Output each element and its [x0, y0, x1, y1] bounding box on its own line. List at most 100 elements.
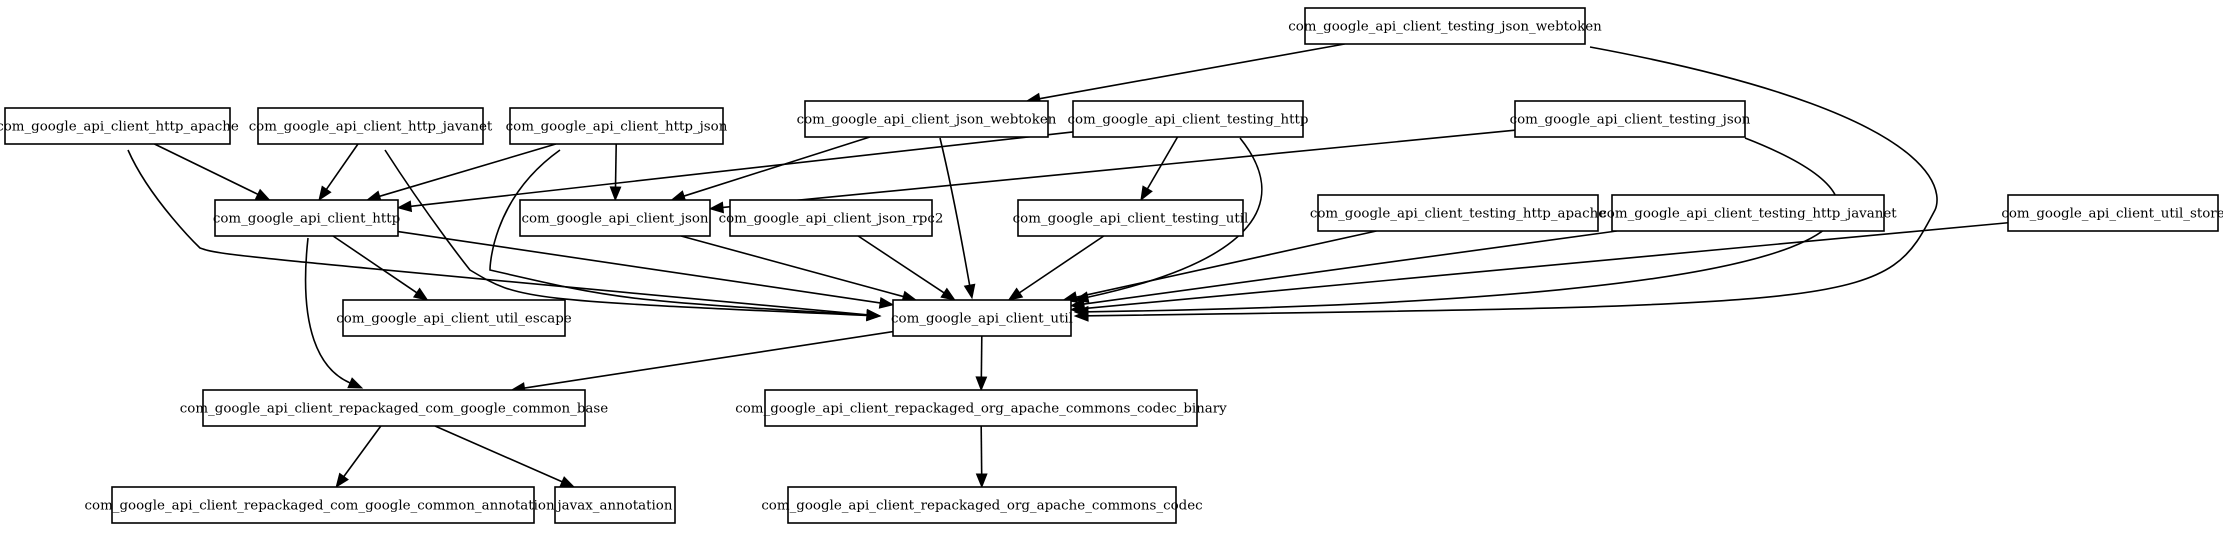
node-label: com_google_api_client_testing_http_javan…: [1599, 207, 1897, 222]
arrowhead: [1007, 287, 1024, 301]
edge-testing_json_webtoken-to-util: [1073, 46, 1938, 322]
edge-line: [614, 143, 618, 188]
node-box: [787, 486, 1177, 524]
edge-line: [489, 149, 868, 317]
arrowhead: [559, 476, 576, 488]
arrowhead: [254, 188, 271, 201]
node-label: com_google_api_client_util: [891, 312, 1073, 327]
edge-testing_json_webtoken-to-json_webtoken: [1025, 43, 1345, 105]
node-box: [892, 299, 1072, 337]
node-label: com_google_api_client_util_store: [2001, 207, 2223, 222]
edge-line: [722, 129, 1516, 209]
edge-line: [1087, 46, 1938, 317]
node-testing-http-javanet[interactable]: com_google_api_client_testing_http_javan…: [1599, 194, 1897, 232]
edge-line: [1087, 137, 1839, 313]
node-testing-util[interactable]: com_google_api_client_testing_util: [1013, 199, 1249, 237]
edge-line: [434, 425, 563, 483]
edge-line: [1019, 235, 1105, 294]
edge-http-to-util: [397, 230, 895, 309]
edge-line: [524, 330, 894, 389]
edge-line: [304, 237, 351, 384]
node-box: [202, 389, 586, 427]
node-testing-json[interactable]: com_google_api_client_testing_json: [1510, 100, 1751, 138]
edge-line: [1083, 230, 1617, 305]
arrowhead: [609, 186, 622, 202]
arrowhead: [878, 296, 895, 309]
arrowhead: [866, 309, 882, 322]
node-box: [1017, 199, 1244, 237]
edge-util-to-codec_binary: [975, 335, 988, 392]
node-testing-json-webtoken[interactable]: com_google_api_client_testing_json_webto…: [1288, 7, 1602, 45]
arrowhead: [412, 287, 429, 301]
arrowhead: [975, 473, 988, 489]
node-commons-codec[interactable]: com_google_api_client_repackaged_org_apa…: [761, 486, 1203, 524]
edge-line: [939, 137, 971, 286]
node-box: [554, 486, 676, 524]
node-label: com_google_api_client_repackaged_com_goo…: [85, 499, 562, 514]
node-box: [1514, 100, 1746, 138]
node-util-escape[interactable]: com_google_api_client_util_escape: [336, 299, 572, 337]
node-box: [4, 107, 231, 145]
node-http[interactable]: com_google_api_client_http: [213, 199, 400, 237]
edge-line: [332, 235, 418, 294]
node-codec-binary[interactable]: com_google_api_client_repackaged_org_apa…: [735, 389, 1227, 427]
node-util[interactable]: com_google_api_client_util: [891, 299, 1073, 337]
edge-util-to-common_base: [510, 330, 894, 394]
node-label: com_google_api_client_testing_util: [1013, 212, 1249, 227]
edge-json_webtoken-to-json: [670, 136, 871, 202]
edge-line: [683, 136, 871, 197]
edge-testing_http-to-testing_util: [1140, 136, 1179, 202]
node-util-store[interactable]: com_google_api_client_util_store: [2001, 194, 2223, 232]
node-label: com_google_api_client_http_apache: [0, 120, 239, 135]
node-javax-annotation[interactable]: javax_annotation: [554, 486, 676, 524]
node-label: com_google_api_client_testing_http: [1067, 113, 1308, 128]
edge-line: [154, 143, 259, 196]
arrowhead: [940, 287, 956, 301]
edge-line: [1146, 136, 1179, 190]
edge-line: [384, 149, 868, 317]
node-label: com_google_api_client_http: [213, 212, 400, 227]
node-box: [1317, 194, 1599, 232]
node-layer: com_google_api_client_testing_json_webto…: [0, 7, 2223, 524]
edge-http_json-to-json: [609, 143, 622, 202]
edge-testing_json-to-json: [708, 129, 1516, 214]
edge-testing_http_javanet-to-util: [1069, 230, 1617, 310]
arrowhead: [347, 377, 364, 389]
arrowhead: [1140, 185, 1153, 202]
edge-line: [127, 149, 868, 316]
node-box: [509, 107, 724, 145]
node-common-base[interactable]: com_google_api_client_repackaged_com_goo…: [180, 389, 608, 427]
edge-http_javanet-to-http: [318, 143, 359, 202]
edge-common_base-to-common_annotations: [335, 425, 382, 489]
edge-line: [857, 235, 945, 294]
node-testing-http-apache[interactable]: com_google_api_client_testing_http_apach…: [1310, 194, 1606, 232]
node-box: [214, 199, 399, 237]
arrowhead: [396, 200, 413, 213]
edge-line: [410, 131, 1074, 208]
node-label: com_google_api_client_testing_json_webto…: [1288, 20, 1602, 35]
node-testing-http[interactable]: com_google_api_client_testing_http: [1067, 100, 1309, 138]
node-http-apache[interactable]: com_google_api_client_http_apache: [0, 107, 239, 145]
edge-testing_util-to-util: [1007, 235, 1105, 301]
edge-line: [1039, 43, 1345, 100]
node-box: [519, 199, 711, 237]
edge-line: [397, 230, 881, 304]
edge-layer: [127, 43, 2009, 489]
arrowhead: [975, 376, 988, 392]
node-json[interactable]: com_google_api_client_json: [519, 199, 711, 237]
node-json-webtoken[interactable]: com_google_api_client_json_webtoken: [797, 100, 1057, 138]
node-box: [2007, 194, 2219, 232]
node-http-json[interactable]: com_google_api_client_http_json: [506, 107, 728, 145]
node-json-rpc2[interactable]: com_google_api_client_json_rpc2: [719, 199, 944, 237]
node-label: com_google_api_client_testing_http_apach…: [1310, 207, 1606, 222]
node-box: [1304, 7, 1586, 45]
node-box: [804, 100, 1049, 138]
node-label: com_google_api_client_json: [521, 212, 708, 227]
node-label: com_google_api_client_json_webtoken: [797, 113, 1057, 128]
node-box: [257, 107, 484, 145]
edge-http_json-to-util: [489, 149, 882, 322]
node-label: com_google_api_client_http_json: [506, 120, 728, 135]
node-http-javanet[interactable]: com_google_api_client_http_javanet: [249, 107, 493, 145]
node-common-annotations[interactable]: com_google_api_client_repackaged_com_goo…: [85, 486, 562, 524]
